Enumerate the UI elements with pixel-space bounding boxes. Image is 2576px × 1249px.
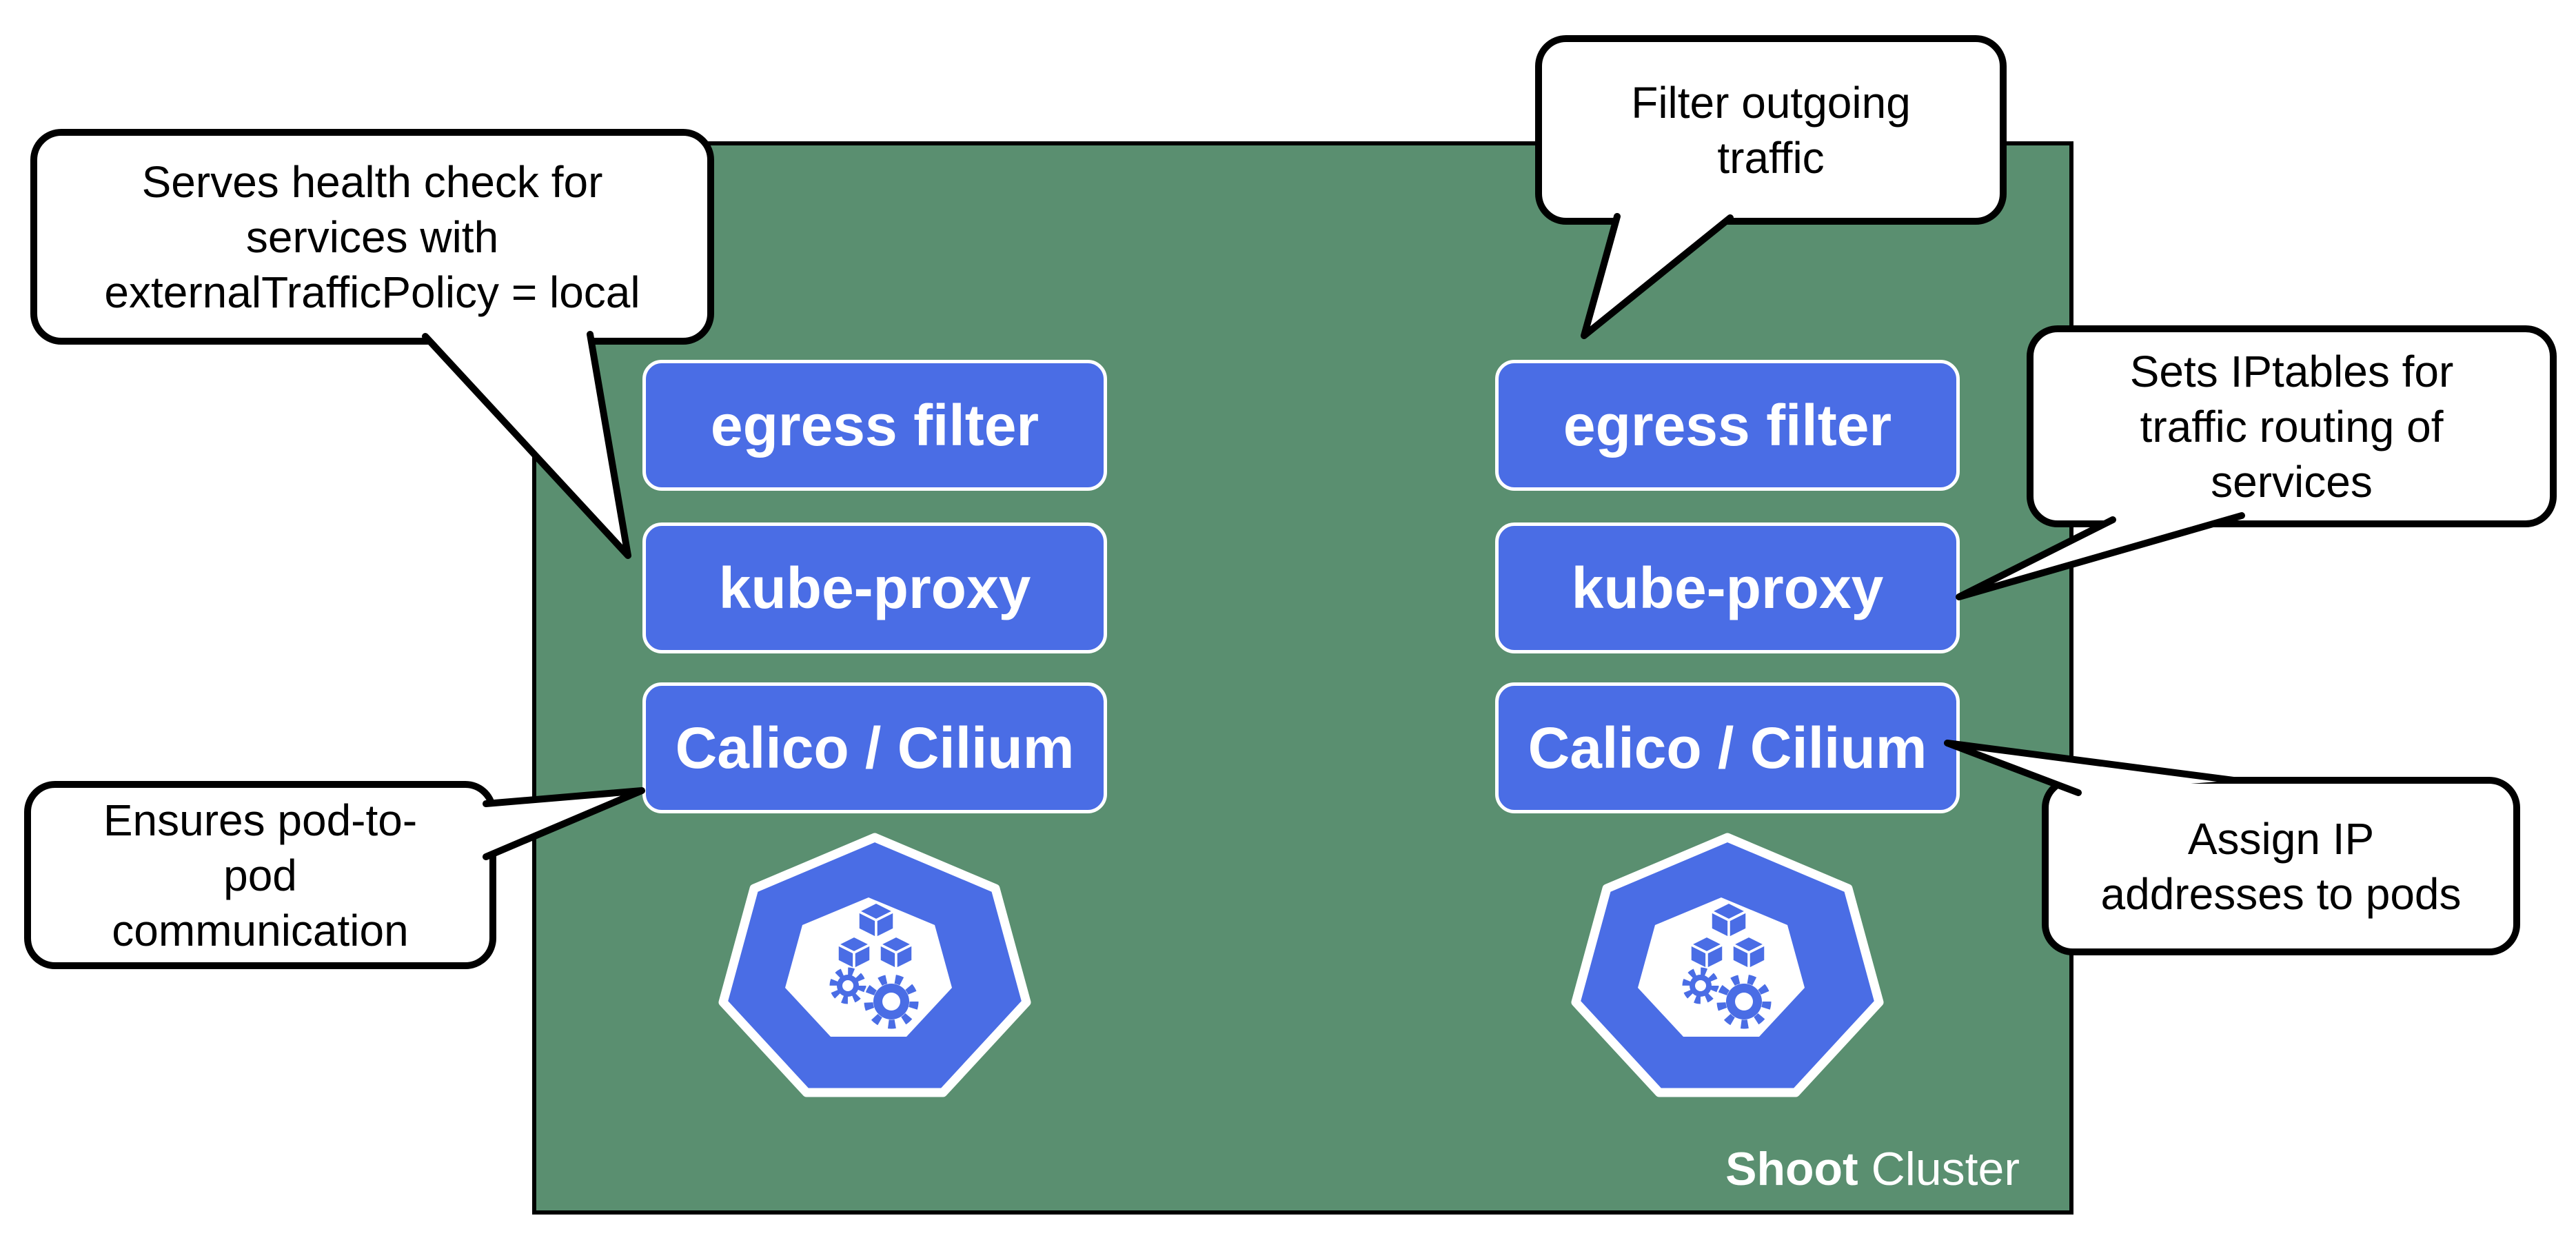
callout-sets-iptables: Sets IPtables for traffic routing of ser… <box>2027 325 2557 527</box>
component-kube-proxy-left: kube-proxy <box>642 522 1107 653</box>
callout-line: pod <box>223 850 297 900</box>
callout-line: Serves health check for <box>141 156 603 207</box>
kubernetes-node-icon <box>1565 832 1889 1106</box>
callout-pod-to-pod: Ensures pod-to- pod communication <box>24 781 496 969</box>
callout-line: addresses to pods <box>2100 869 2462 919</box>
component-kube-proxy-right: kube-proxy <box>1495 522 1960 653</box>
callout-line: traffic routing of <box>2140 401 2444 451</box>
callout-health-check: Serves health check for services with ex… <box>30 129 714 345</box>
kubernetes-node-icon <box>713 832 1037 1106</box>
component-egress-filter-left: egress filter <box>642 360 1107 491</box>
component-calico-cilium-left: Calico / Cilium <box>642 682 1107 813</box>
callout-line: Ensures pod-to- <box>103 795 418 845</box>
callout-filter-outgoing: Filter outgoing traffic <box>1535 35 2007 225</box>
callout-assign-ip: Assign IP addresses to pods <box>2042 777 2520 955</box>
callout-line: Sets IPtables for <box>2129 346 2454 396</box>
cluster-label: Shoot Cluster <box>1725 1146 2020 1192</box>
cluster-name-suffix: Cluster <box>1858 1143 2020 1195</box>
component-calico-cilium-right: Calico / Cilium <box>1495 682 1960 813</box>
callout-line: Filter outgoing <box>1631 77 1911 128</box>
callout-line: traffic <box>1717 132 1825 183</box>
callout-line: communication <box>112 905 409 955</box>
callout-line: services <box>2211 456 2373 507</box>
callout-line: externalTrafficPolicy = local <box>104 267 640 317</box>
callout-line: services with <box>245 212 499 262</box>
component-egress-filter-right: egress filter <box>1495 360 1960 491</box>
cluster-name-bold: Shoot <box>1725 1143 1858 1195</box>
callout-line: Assign IP <box>2187 813 2375 864</box>
